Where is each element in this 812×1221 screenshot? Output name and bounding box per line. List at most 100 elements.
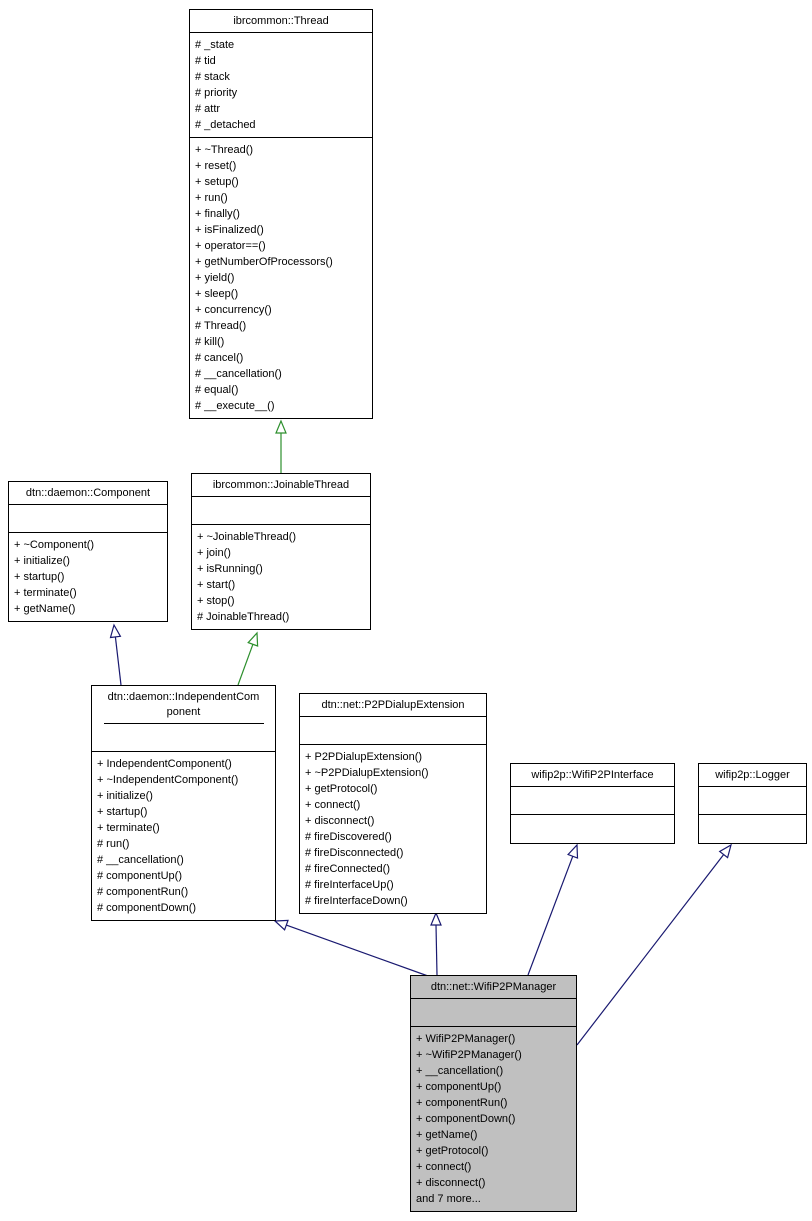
arrow-wifip2pmanager-to-p2pdialupextension [430, 911, 442, 976]
method-item: + ~JoinableThread() [197, 531, 297, 543]
arrow-line [237, 644, 254, 686]
class-title: ibrcommon::JoinableThread [192, 474, 370, 497]
method-item: + connect() [416, 1161, 472, 1173]
method-item: + operator==() [195, 240, 266, 252]
method-item: # kill() [195, 336, 225, 348]
method-item: # componentRun() [97, 886, 189, 898]
class-methods-section: + IndependentComponent()+ ~IndependentCo… [92, 752, 275, 920]
class-methods-section [511, 815, 674, 843]
method-item: + connect() [305, 799, 361, 811]
method-item: # fireDiscovered() [305, 831, 392, 843]
class-title: dtn::daemon::IndependentComponent [103, 686, 264, 724]
class-attributes-section [511, 787, 674, 815]
arrow-head [567, 843, 579, 859]
arrow-line [527, 855, 574, 976]
method-item: + getProtocol() [305, 783, 378, 795]
class-methods-section: + ~Thread()+ reset()+ setup()+ run()+ fi… [190, 138, 372, 418]
arrow-head [109, 623, 122, 639]
arrow-head [273, 919, 289, 931]
class-attributes-section [92, 724, 275, 752]
arrow-independentcomponent-to-joinablethread [237, 631, 259, 686]
arrow-joinablethread-to-thread [275, 419, 287, 473]
arrow-head [718, 843, 732, 859]
class-box-dtn-daemon-component[interactable]: dtn::daemon::Component + ~Component()+ i… [8, 481, 168, 622]
class-box-wifip2p-wifip2pinterface[interactable]: wifip2p::WifiP2PInterface [510, 763, 675, 844]
method-item: + ~WifiP2PManager() [416, 1049, 522, 1061]
class-title: ibrcommon::Thread [190, 10, 372, 33]
arrow-independentcomponent-to-component [109, 623, 122, 686]
method-item: + ~Thread() [195, 144, 254, 156]
class-box-dtn-net-p2pdialupextension[interactable]: dtn::net::P2PDialupExtension + P2PDialup… [299, 693, 487, 914]
arrow-wifip2pmanager-to-wifip2pinterface [527, 843, 579, 976]
method-item: # fireConnected() [305, 863, 390, 875]
method-item: + isRunning() [197, 563, 263, 575]
class-title: dtn::net::P2PDialupExtension [300, 694, 486, 717]
method-item: # componentUp() [97, 870, 182, 882]
arrow-head [247, 631, 259, 647]
arrow-wifip2pmanager-to-independentcomponent [273, 919, 429, 977]
method-item: + getNumberOfProcessors() [195, 256, 333, 268]
method-item: + finally() [195, 208, 240, 220]
class-methods-section: + ~JoinableThread()+ join()+ isRunning()… [192, 525, 370, 629]
class-attributes-section [411, 999, 576, 1027]
method-item: + ~IndependentComponent() [97, 774, 239, 786]
class-box-dtn-net-wifip2pmanager[interactable]: dtn::net::WifiP2PManager + WifiP2PManage… [410, 975, 577, 1212]
class-title: wifip2p::WifiP2PInterface [511, 764, 674, 787]
attribute-item: # tid [195, 55, 216, 67]
class-title: dtn::net::WifiP2PManager [411, 976, 576, 999]
method-item: # fireInterfaceDown() [305, 895, 408, 907]
class-methods-section [699, 815, 806, 843]
method-item: + disconnect() [416, 1177, 486, 1189]
class-box-ibrcommon-thread[interactable]: ibrcommon::Thread # _state# tid# stack# … [189, 9, 373, 419]
class-title: dtn::daemon::Component [9, 482, 167, 505]
class-attributes-section [699, 787, 806, 815]
arrow-line [576, 854, 725, 1046]
method-item: + startup() [14, 571, 65, 583]
method-item: + start() [197, 579, 236, 591]
method-item: + WifiP2PManager() [416, 1033, 516, 1045]
method-item: + sleep() [195, 288, 239, 300]
method-item: + initialize() [97, 790, 153, 802]
class-methods-section: + P2PDialupExtension() + ~P2PDialupExtens… [300, 745, 486, 913]
method-item: # __execute__() [195, 400, 275, 412]
arrow-line [114, 636, 122, 686]
class-title: wifip2p::Logger [699, 764, 806, 787]
method-item: + getProtocol() [416, 1145, 489, 1157]
method-item: # cancel() [195, 352, 244, 364]
arrow-head [430, 911, 442, 926]
method-item: + disconnect() [305, 815, 375, 827]
method-item: + getName() [14, 603, 76, 615]
method-item: + componentUp() [416, 1081, 502, 1093]
arrow-wifip2pmanager-to-logger [576, 843, 732, 1046]
method-item: + ~P2PDialupExtension() [305, 767, 429, 779]
attribute-item: # priority [195, 87, 238, 99]
class-attributes-section [192, 497, 370, 525]
class-box-wifip2p-logger[interactable]: wifip2p::Logger [698, 763, 807, 844]
method-item: + terminate() [97, 822, 160, 834]
method-item: + P2PDialupExtension() [305, 751, 423, 763]
method-item: + __cancellation() [416, 1065, 504, 1077]
method-item: + initialize() [14, 555, 70, 567]
method-item: + stop() [197, 595, 235, 607]
attribute-item: # attr [195, 103, 221, 115]
attribute-item: # stack [195, 71, 230, 83]
class-box-dtn-daemon-independentcomponent[interactable]: dtn::daemon::IndependentComponent + Inde… [91, 685, 276, 921]
method-item: # fireInterfaceUp() [305, 879, 394, 891]
method-item: + concurrency() [195, 304, 272, 316]
class-box-ibrcommon-joinablethread[interactable]: ibrcommon::JoinableThread + ~JoinableThr… [191, 473, 371, 630]
arrow-line [435, 924, 438, 976]
method-item: + ~Component() [14, 539, 95, 551]
method-item: # componentDown() [97, 902, 197, 914]
arrow-head [275, 419, 287, 434]
method-item: + isFinalized() [195, 224, 264, 236]
method-item: + componentRun() [416, 1097, 508, 1109]
attribute-item: # _state [195, 39, 235, 51]
attribute-item: # _detached [195, 119, 256, 131]
class-attributes-section [9, 505, 167, 533]
arrow-line [286, 924, 429, 977]
method-item: # run() [97, 838, 130, 850]
class-attributes-section [300, 717, 486, 745]
class-methods-section: + WifiP2PManager() + ~WifiP2PManager() + _… [411, 1027, 576, 1211]
